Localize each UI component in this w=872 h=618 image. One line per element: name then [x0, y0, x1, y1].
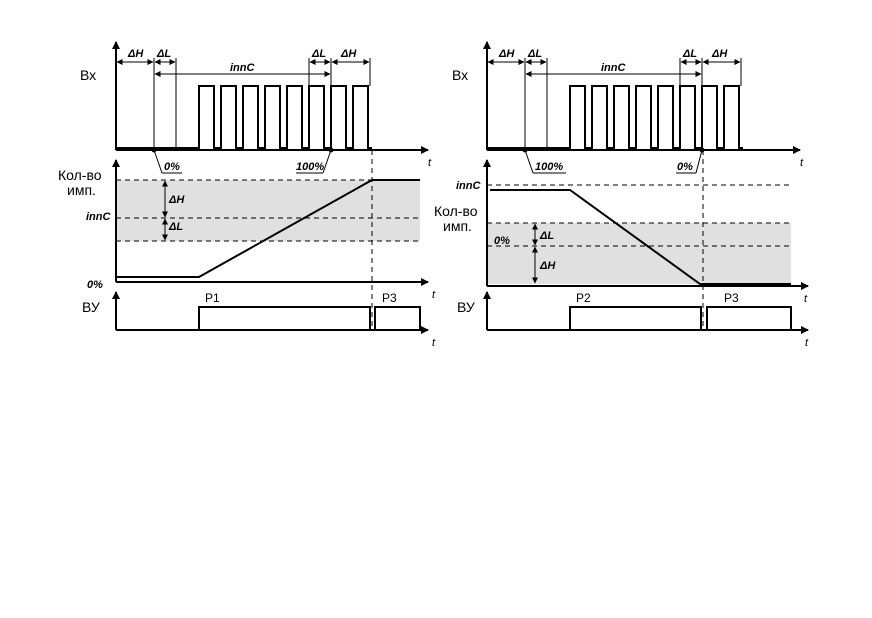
right-count-label-2: имп. — [443, 218, 472, 234]
right-count-time-label: t — [804, 293, 808, 305]
left-end-leader — [322, 149, 332, 174]
right-output-time-label: t — [805, 337, 809, 349]
left-relay-b-label: P3 — [382, 291, 397, 305]
right-dimension-ticks — [524, 58, 742, 150]
left-count-curve — [116, 179, 420, 278]
right-output-label: ВУ — [457, 299, 475, 315]
left-input-label: Вх — [80, 67, 96, 83]
right-dh-label-a: ΔH — [498, 48, 515, 60]
left-relay-pulse-b — [374, 306, 421, 330]
left-count-time-label: t — [432, 289, 436, 301]
left-hysteresis-band — [116, 180, 420, 241]
right-start-leader — [524, 149, 534, 174]
left-pulse-train — [116, 85, 372, 149]
left-band-dl-label: ΔL — [168, 221, 183, 233]
left-dimension-arrows — [116, 59, 370, 77]
left-innc-dim-label: innC — [230, 62, 255, 74]
left-output-time-label: t — [432, 337, 436, 349]
right-end-mark: 0% — [677, 161, 693, 173]
right-input-axes — [483, 41, 801, 154]
left-input-time-label: t — [428, 157, 432, 169]
right-end-leader — [695, 149, 703, 174]
left-zero-level-label: 0% — [87, 279, 103, 291]
left-count-label-2: имп. — [67, 182, 96, 198]
right-count-curve — [490, 189, 791, 285]
right-dh-label-b: ΔH — [711, 48, 728, 60]
left-innc-level-label: innC — [86, 211, 111, 223]
right-input-label: Вх — [452, 67, 468, 83]
left-diagram: Вх t ΔH ΔL innC ΔL ΔH 0% — [58, 41, 436, 349]
right-pulse-train — [487, 85, 743, 149]
left-count-label-1: Кол-во — [58, 167, 102, 183]
right-relay-a-label: P2 — [576, 291, 591, 305]
left-output-label: ВУ — [82, 299, 100, 315]
right-dimension-arrows — [487, 59, 741, 77]
right-input-time-label: t — [800, 157, 804, 169]
left-dh-label-b: ΔH — [340, 48, 357, 60]
left-relay-a-label: P1 — [205, 291, 220, 305]
left-dl-label-b: ΔL — [311, 48, 326, 60]
left-end-mark: 100% — [296, 161, 324, 173]
right-band-dl-label: ΔL — [539, 230, 554, 242]
left-dl-label-a: ΔL — [156, 48, 171, 60]
right-start-mark: 100% — [535, 161, 563, 173]
left-input-axes — [112, 41, 429, 154]
right-count-label-1: Кол-во — [434, 203, 478, 219]
left-band-dh-label: ΔH — [168, 194, 185, 206]
right-relay-pulse-a — [569, 306, 702, 330]
right-dl-label-b: ΔL — [682, 48, 697, 60]
right-hysteresis-band — [487, 223, 791, 284]
right-output-axes — [483, 291, 809, 334]
left-dimension-ticks — [153, 58, 371, 150]
right-zero-level-label: 0% — [494, 235, 510, 247]
right-innc-dim-label: innC — [601, 62, 626, 74]
left-relay-pulse-a — [198, 306, 371, 330]
left-dh-label-a: ΔH — [127, 48, 144, 60]
right-dl-label-a: ΔL — [527, 48, 542, 60]
right-relay-b-label: P3 — [724, 291, 739, 305]
left-start-mark: 0% — [164, 161, 180, 173]
right-innc-level-label: innC — [456, 180, 481, 192]
right-relay-pulse-b — [706, 306, 792, 330]
right-band-dh-label: ΔH — [539, 260, 556, 272]
right-diagram: Вх t ΔH ΔL innC ΔL ΔH 100% 0% — [434, 41, 809, 349]
left-start-leader — [153, 149, 163, 174]
